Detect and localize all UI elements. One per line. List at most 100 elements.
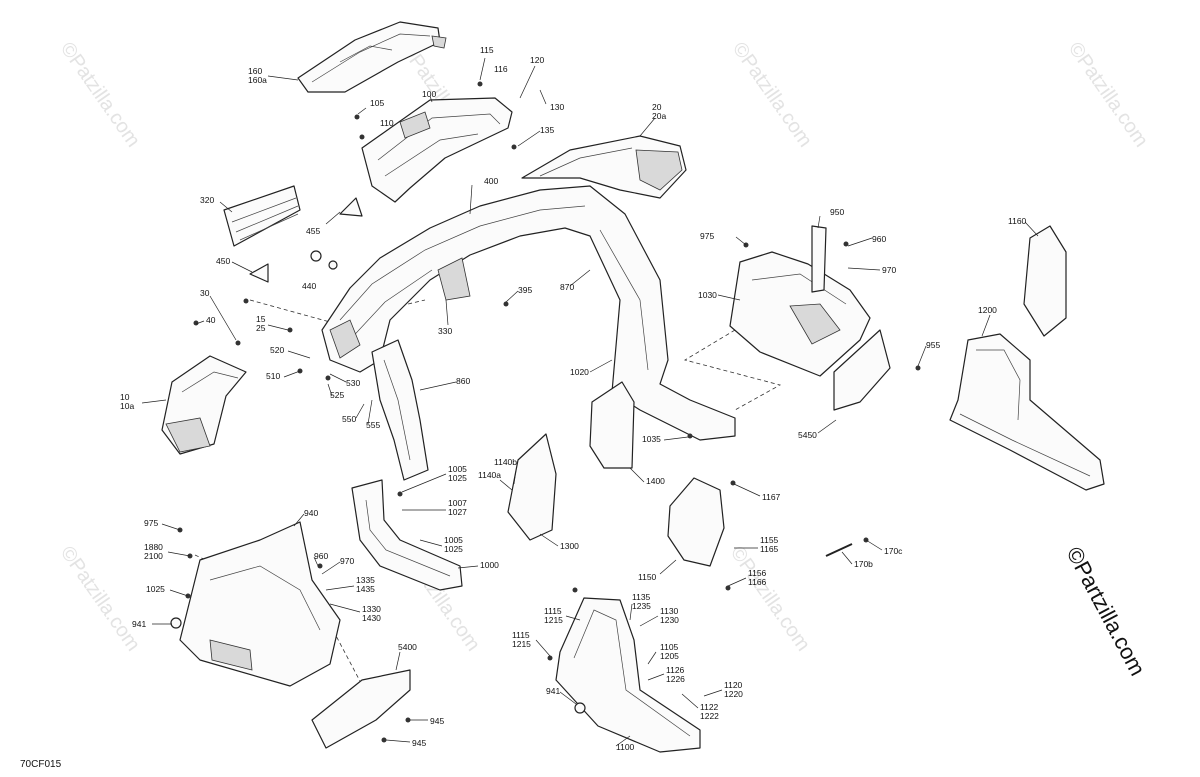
fastener bbox=[317, 563, 323, 569]
callout-c30: 30 bbox=[200, 288, 210, 298]
callout-c970a: 970 bbox=[882, 265, 896, 275]
watermark: ©Patzilla.com bbox=[728, 38, 816, 151]
callout-c945b: 945 bbox=[412, 738, 426, 748]
callout-c330: 330 bbox=[438, 326, 452, 336]
callout-c1000: 1000 bbox=[480, 560, 499, 570]
part-100-dash-panel bbox=[361, 97, 513, 203]
callout-c5400: 5400 bbox=[398, 642, 417, 652]
fastener bbox=[243, 298, 249, 304]
partzilla-logo-text: ©Partzilla.com bbox=[1062, 543, 1151, 680]
watermark: ©Patzilla.com bbox=[1064, 38, 1152, 151]
watermark: ©Patzilla.com bbox=[56, 38, 144, 151]
callout-c130: 130 bbox=[550, 102, 564, 112]
fastener bbox=[477, 81, 483, 87]
fastener bbox=[725, 585, 731, 591]
callout-c135: 135 bbox=[540, 125, 554, 135]
part-1300-kick-panel bbox=[507, 433, 557, 541]
watermark: ©Patzilla.com bbox=[56, 542, 144, 655]
callout-c1400: 1400 bbox=[646, 476, 665, 486]
part-450 bbox=[249, 263, 269, 283]
fastener bbox=[354, 114, 360, 120]
callout-c1030: 1030 bbox=[698, 290, 717, 300]
part-20-hood-panel bbox=[521, 135, 687, 199]
callout-c975b: 975 bbox=[144, 518, 158, 528]
callout-c120: 120 bbox=[530, 55, 544, 65]
fastener bbox=[193, 320, 199, 326]
fastener bbox=[511, 144, 517, 150]
fastener bbox=[572, 587, 578, 593]
callout-c1150: 1150 bbox=[638, 572, 657, 582]
fastener bbox=[915, 365, 921, 371]
part-860-pillar bbox=[371, 339, 429, 481]
callout-c440: 440 bbox=[302, 281, 316, 291]
fastener bbox=[397, 491, 403, 497]
callout-c100: 100 bbox=[422, 89, 436, 99]
callout-c1160: 1160 bbox=[1008, 216, 1027, 226]
diagram-reference-code: 70CF015 bbox=[20, 759, 62, 770]
fastener bbox=[843, 241, 849, 247]
part-940-floor-tray bbox=[179, 521, 341, 687]
watermark: ©Patzilla.com bbox=[726, 542, 814, 655]
callout-c1020: 1020 bbox=[570, 367, 589, 377]
callout-c1140b: 1140b bbox=[494, 457, 517, 467]
callout-c950: 950 bbox=[830, 207, 844, 217]
callout-c1100: 1100 bbox=[616, 742, 635, 752]
part-320-grille bbox=[223, 185, 301, 247]
callout-c960a: 960 bbox=[872, 234, 886, 244]
callout-c105: 105 bbox=[370, 98, 384, 108]
callout-c400: 400 bbox=[484, 176, 498, 186]
callout-c115: 115 bbox=[480, 45, 494, 55]
callout-c1140a: 1140a bbox=[478, 470, 501, 480]
part-5400-bracket bbox=[311, 669, 411, 749]
part-160-top-cover bbox=[297, 21, 447, 93]
part-1160-side-panel bbox=[1023, 225, 1067, 337]
callout-c510: 510 bbox=[266, 371, 280, 381]
callout-c975a: 975 bbox=[700, 231, 714, 241]
callout-c525: 525 bbox=[330, 390, 344, 400]
callout-c940: 940 bbox=[304, 508, 318, 518]
callout-c960b: 960 bbox=[314, 551, 328, 561]
fastener bbox=[687, 433, 693, 439]
callout-c170c: 170c bbox=[884, 546, 903, 556]
callout-c860: 860 bbox=[456, 376, 470, 386]
part-170b-rod bbox=[825, 543, 853, 557]
callout-c450: 450 bbox=[216, 256, 230, 266]
part-950-strap bbox=[811, 225, 827, 293]
callout-c170b: 170b bbox=[854, 559, 873, 569]
part-941-grommet bbox=[170, 617, 182, 629]
fastener bbox=[381, 737, 387, 743]
part-440-grommet bbox=[328, 260, 338, 270]
callout-c530: 530 bbox=[346, 378, 360, 388]
callout-c1200: 1200 bbox=[978, 305, 997, 315]
part-1150-door-panel bbox=[667, 477, 725, 567]
fasteners bbox=[170, 81, 921, 743]
callout-c520: 520 bbox=[270, 345, 284, 355]
callout-c1300: 1300 bbox=[560, 541, 579, 551]
part-440-grommet bbox=[310, 250, 322, 262]
part-1000-rocker bbox=[351, 479, 463, 591]
leader-lines bbox=[141, 57, 1039, 747]
fastener bbox=[359, 134, 365, 140]
fastener bbox=[325, 375, 331, 381]
fastener bbox=[287, 327, 293, 333]
fastener bbox=[503, 301, 509, 307]
part-5450-bracket bbox=[833, 329, 891, 411]
part-1030-floor-tray bbox=[729, 251, 871, 377]
callout-c945a: 945 bbox=[430, 716, 444, 726]
part-10-fender bbox=[161, 355, 247, 455]
